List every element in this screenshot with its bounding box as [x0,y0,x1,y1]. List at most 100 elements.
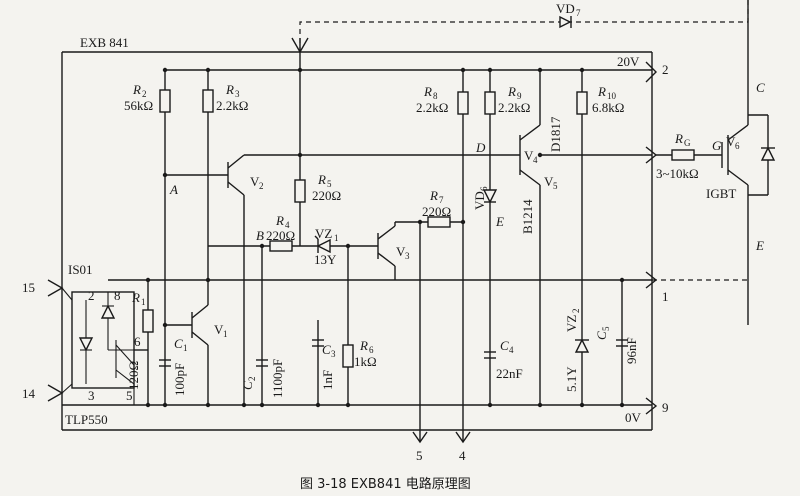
resistor-r6 [342,344,354,368]
label-tlp550: TLP550 [65,412,108,427]
r3-sub: 3 [235,89,240,99]
opt-pin-6: 6 [134,334,141,349]
c4-value: 22nF [496,366,523,381]
v5-sub: 5 [553,181,558,191]
r6-sub: 6 [369,345,374,355]
c5-value: 96nF [624,337,639,364]
capacitor-c4 [484,351,496,359]
c2-value: 1100pF [270,359,285,398]
node-e-label: E [495,214,504,229]
r4-value: 220Ω [266,228,295,243]
c4-label: C [500,338,509,353]
v5-label: V [544,174,554,189]
rg-label: R [674,131,683,146]
r8-value: 2.2kΩ [416,100,448,115]
label-20v: 20V [617,54,640,69]
r6-label: R [359,338,368,353]
vd6-sub: 6 [479,186,489,191]
module-name: EXB 841 [80,35,129,50]
resistor-rg [671,149,695,161]
r1-label: R [131,290,140,305]
c4-sub: 4 [509,345,514,355]
r10-label: R [597,84,606,99]
vz1-value: 13Y [314,252,337,267]
figure-caption: 图 3-18 EXB841 电路原理图 [300,476,471,492]
junctions [145,67,625,408]
vz2-value: 5.1Y [564,366,579,392]
r4-label: R [275,213,284,228]
pin-4-label: 4 [459,448,466,463]
vd7-sub: 7 [576,8,581,18]
r5-label: R [317,172,326,187]
opt-pin-5: 5 [126,388,133,403]
r10-sub: 10 [607,91,617,101]
r120-value: 120Ω [126,361,141,390]
pin-2-label: 2 [662,62,669,77]
module-outline [61,51,653,431]
r5-sub: 5 [327,179,332,189]
capacitor-c2 [256,359,268,367]
pin-5-label: 5 [416,448,423,463]
r5-value: 220Ω [312,188,341,203]
v6-label: V [726,134,736,149]
node-c-label: C [756,80,765,95]
r9-label: R [507,84,516,99]
c1-value: 100pF [172,363,187,396]
c2-label: C [240,381,255,390]
label-0v: 0V [625,410,642,425]
r1-sub: 1 [141,297,146,307]
r2-sub: 2 [142,89,147,99]
resistor-r2 [159,89,171,113]
r9-sub: 9 [517,91,522,101]
vz1-label: VZ [315,226,332,241]
diode-vd6 [482,189,498,204]
b1214-label: B1214 [520,199,535,234]
v4-sub: 4 [533,155,538,165]
igbt-v6 [721,0,776,325]
capacitor-c1 [159,359,171,367]
vz2-sub: 2 [571,309,581,314]
vd6-label: VD [472,191,487,210]
v2-sub: 2 [259,181,264,191]
node-a-label: A [169,182,178,197]
resistor-r8 [457,91,469,115]
c5-sub: 5 [601,326,611,331]
v4-label: V [524,148,534,163]
c3-sub: 3 [331,349,336,359]
v1-sub: 1 [223,329,228,339]
r2-label: R [132,82,141,97]
transistor-v2 [227,154,520,196]
vz2-label: VZ [564,315,579,332]
resistor-r9 [484,91,496,115]
zener-vz1 [314,235,331,254]
pin-15-label: 15 [22,280,35,295]
transistor-v4 [519,120,541,186]
node-b-label: B [256,228,264,243]
node-e-out-label: E [755,238,764,253]
resistor-r5 [294,179,306,203]
label-is01: IS01 [68,262,93,277]
r9-value: 2.2kΩ [498,100,530,115]
v1-label: V [214,322,224,337]
rg-value: 3~10kΩ [656,166,699,181]
capacitor-c3 [312,339,324,347]
r7-sub: 7 [439,195,444,205]
c3-value: 1nF [320,370,335,390]
capacitor-c5 [616,339,628,347]
pin-14-label: 14 [22,386,36,401]
r6-value: 1kΩ [354,354,377,369]
d1817-label: D1817 [548,116,563,152]
v3-label: V [396,244,406,259]
r10-value: 6.8kΩ [592,100,624,115]
transistor-v1 [191,280,209,405]
opt-pin-3: 3 [88,388,95,403]
vz1-sub: 1 [334,233,339,243]
pin-1-label: 1 [662,289,669,304]
r7-label: R [429,188,438,203]
c3-label: C [322,342,331,357]
vd7-label: VD [556,1,575,16]
r8-sub: 8 [433,91,438,101]
c2-sub: 2 [247,377,257,382]
